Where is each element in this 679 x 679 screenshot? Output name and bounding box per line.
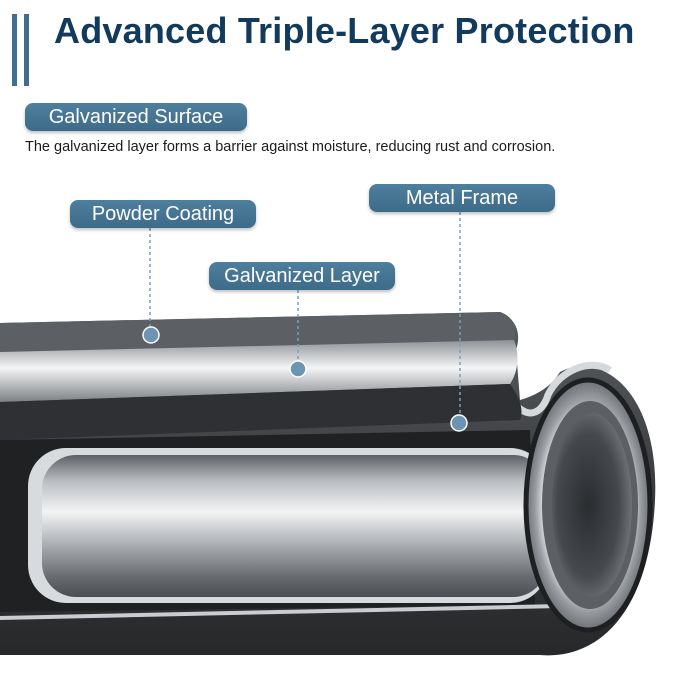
subtitle-chip: Galvanized Surface <box>25 103 247 131</box>
marker-metal-frame <box>450 414 468 432</box>
marker-galvanized-layer <box>289 360 307 378</box>
marker-powder-coating <box>142 326 160 344</box>
tube-bore <box>552 413 632 597</box>
title-accent-bars <box>12 14 42 86</box>
galvanized-layer-band <box>0 340 518 402</box>
page-title: Advanced Triple-Layer Protection <box>54 10 635 51</box>
label-powder-coating: Powder Coating <box>70 200 256 228</box>
powder-coating-top <box>0 312 516 352</box>
label-galvanized-layer: Galvanized Layer <box>209 262 395 290</box>
description-text: The galvanized layer forms a barrier aga… <box>25 139 556 155</box>
label-metal-frame: Metal Frame <box>369 184 555 212</box>
